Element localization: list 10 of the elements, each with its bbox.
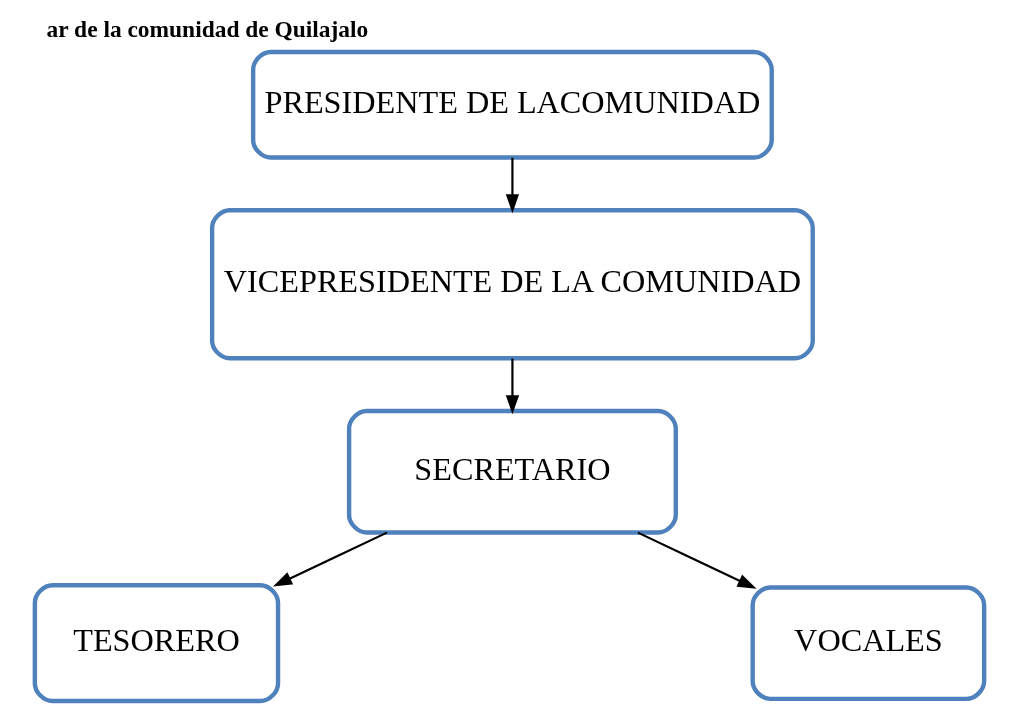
node-box: TESORERO <box>32 583 280 704</box>
arrow <box>505 358 519 415</box>
node-box: SECRETARIO <box>346 408 678 535</box>
arrow <box>272 531 387 587</box>
diagram-title: ar de la comunidad de Quilajalo <box>46 16 368 43</box>
node-box: VICEPRESIDENTE DE LA COMUNIDAD <box>209 208 815 361</box>
arrow <box>505 157 519 214</box>
node-box: PRESIDENTE DE LACOMUNIDAD <box>250 49 774 160</box>
node-box: VOCALES <box>750 585 986 702</box>
arrow <box>636 531 757 589</box>
